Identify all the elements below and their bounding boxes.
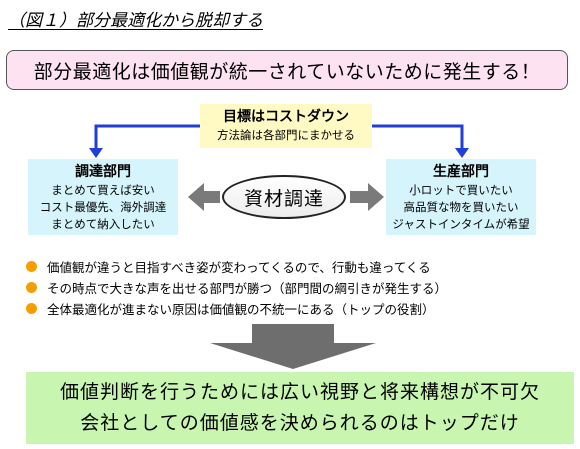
center-label: 資材調達	[243, 187, 324, 210]
materials-procurement-oval: 資材調達	[222, 175, 346, 219]
bullet-dot-icon	[26, 282, 37, 293]
goal-main-text: 目標はコストダウン	[223, 109, 349, 125]
bullet-item: その時点で大きな声を出せる部門が勝つ（部門間の綱引きが発生する）	[26, 277, 447, 298]
production-dept-line: ジャストインタイムが希望	[392, 217, 530, 231]
headline-box: 部分最適化は価値観が統一されていないために発生する！	[6, 50, 568, 90]
goal-connector-left	[89, 124, 200, 158]
conclusion-line: 会社としての価値感を決められるのはトップだけ	[80, 412, 520, 434]
procurement-dept-name: 調達部門	[75, 164, 131, 180]
conclusion-box: 価値判断を行うためには広い視野と将来構想が不可欠 会社としての価値感を決められる…	[26, 372, 574, 444]
procurement-dept-line: まとめて納入したい	[51, 217, 155, 231]
production-dept-name: 生産部門	[433, 164, 489, 180]
headline-text: 部分最適化は価値観が統一されていないために発生する！	[33, 60, 541, 83]
production-dept-line: 高品質な物を買いたい	[403, 200, 519, 214]
left-grey-arrow	[188, 183, 220, 211]
bullet-item: 価値観が違うと目指すべき姿が変わってくるので、行動も違ってくる	[26, 256, 447, 277]
figure-title: （図１）部分最適化から脱却する	[8, 11, 263, 31]
right-grey-arrow	[350, 183, 384, 211]
conclusion-line: 価値判断を行うためには広い視野と将来構想が不可欠	[59, 381, 540, 403]
goal-connector-right	[372, 124, 469, 158]
bullet-text: 価値観が違うと目指すべき姿が変わってくるので、行動も違ってくる	[47, 260, 431, 275]
procurement-dept-box: 調達部門 まとめて買えば安い コスト最優先、海外調達 まとめて納入したい	[28, 159, 178, 235]
bullet-dot-icon	[26, 261, 37, 272]
bullet-text: その時点で大きな声を出せる部門が勝つ（部門間の綱引きが発生する）	[47, 281, 448, 296]
goal-box: 目標はコストダウン 方法論は各部門にまかせる	[200, 104, 372, 148]
procurement-dept-line: コスト最優先、海外調達	[39, 200, 167, 214]
bullet-dot-icon	[26, 303, 37, 314]
bullet-text: 全体最適化が進まない原因は価値観の不統一にある（トップの役割）	[47, 302, 435, 317]
bullet-list: 価値観が違うと目指すべき姿が変わってくるので、行動も違ってくる その時点で大きな…	[26, 256, 447, 319]
production-dept-box: 生産部門 小ロットで買いたい 高品質な物を買いたい ジャストインタイムが希望	[386, 159, 536, 235]
goal-sub-text: 方法論は各部門にまかせる	[217, 128, 355, 142]
production-dept-line: 小ロットで買いたい	[409, 183, 513, 197]
procurement-dept-line: まとめて買えば安い	[51, 183, 155, 197]
down-arrow	[210, 324, 376, 369]
bullet-item: 全体最適化が進まない原因は価値観の不統一にある（トップの役割）	[26, 298, 447, 319]
